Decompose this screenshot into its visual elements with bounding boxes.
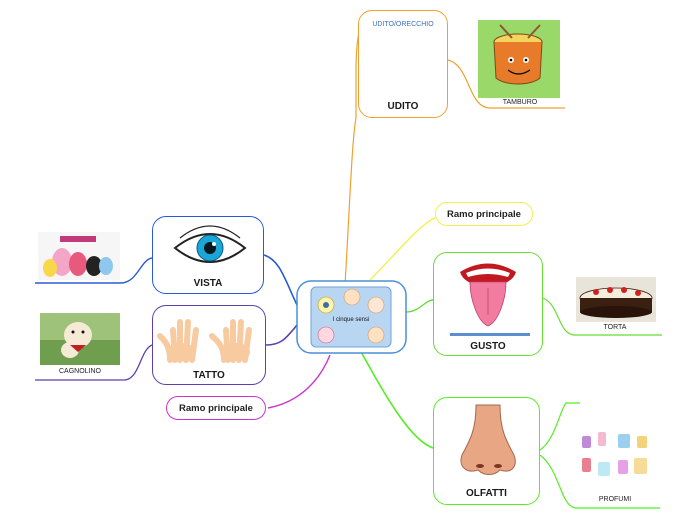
connector-ramo-top — [369, 217, 436, 281]
drum-illustration — [478, 20, 560, 98]
torta-caption: TORTA — [603, 324, 627, 331]
udito-label: UDITO — [387, 101, 419, 112]
connector-tatto — [265, 324, 298, 346]
nose-illustration — [460, 404, 516, 475]
connector-ramo-bottom — [267, 354, 331, 409]
ramo-principale-bottom[interactable]: Ramo principale — [166, 396, 266, 420]
gusto-image-bar — [450, 333, 530, 336]
connector-cagnolino — [35, 344, 153, 381]
puppy-photo — [40, 313, 120, 365]
perfume-illustration — [582, 432, 647, 476]
ramo-principale-top[interactable]: Ramo principale — [435, 202, 533, 226]
olfatti-node[interactable]: OLFATTI — [433, 397, 540, 505]
connector-torta — [542, 297, 662, 336]
connector-profumi — [539, 402, 580, 451]
tatto-node[interactable]: TATTO — [152, 305, 266, 385]
connector-vista-img — [35, 257, 153, 284]
connector-olfatti — [359, 349, 434, 449]
mouth-illustration — [460, 263, 516, 327]
hands-illustration — [157, 319, 252, 363]
gusto-label: GUSTO — [470, 341, 506, 352]
cagnolino-caption: CAGNOLINO — [58, 368, 101, 375]
udito-node[interactable]: UDITO/ORECCHIO UDITO — [358, 10, 448, 118]
barbapapa-illustration — [38, 232, 120, 280]
center-title: I cinque sensi — [333, 317, 370, 323]
connector-gusto — [405, 299, 434, 313]
profumi-caption: PROFUMI — [598, 496, 632, 503]
connector-tamburo — [447, 59, 565, 109]
tatto-label: TATTO — [193, 370, 225, 381]
tamburo-caption: TAMBURO — [502, 99, 538, 106]
connector-vista — [263, 254, 298, 306]
vista-node[interactable]: VISTA — [152, 216, 264, 294]
vista-label: VISTA — [193, 278, 223, 289]
eye-illustration — [173, 225, 247, 263]
udito-image-caption: UDITO/ORECCHIO — [372, 21, 434, 28]
connector-profumi-2 — [539, 454, 660, 509]
olfatti-label: OLFATTI — [466, 488, 507, 499]
cake-photo — [576, 277, 656, 322]
gusto-node[interactable]: GUSTO — [433, 252, 543, 356]
